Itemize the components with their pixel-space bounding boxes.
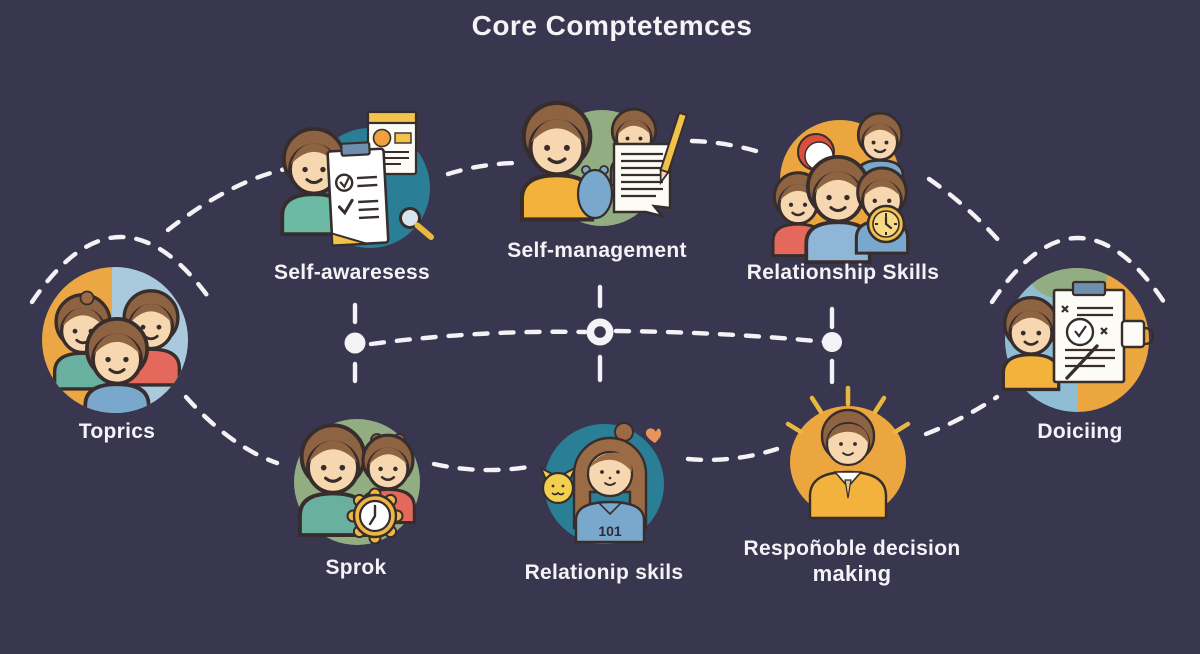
label-responsible-decision: Respoñoble decision making (744, 536, 961, 586)
girl-long-hair: 101 (572, 422, 648, 544)
label-sprok: Sprok (325, 556, 387, 579)
heart-icon (645, 428, 662, 443)
hair-bun (79, 290, 95, 306)
node-tick-marks (352, 284, 835, 385)
idea-rays-icon (785, 385, 911, 435)
connector-awareness-management (445, 160, 517, 177)
doing-illustration (1001, 268, 1155, 412)
clock-icon (866, 204, 906, 244)
clipboard-easel-icon (1052, 280, 1126, 384)
dashed-connectors (29, 138, 1167, 473)
person-figure (83, 316, 151, 413)
timeline-node-right (822, 332, 842, 352)
label-relationship-skills-2: Relationip skils (524, 561, 684, 584)
mug-icon (1120, 319, 1155, 349)
label-self-awareness: Self-awaresess (274, 261, 430, 284)
pencil-icon (659, 111, 689, 186)
relationship-skills-illustration (771, 111, 910, 265)
timeline-node-center-hole (594, 326, 606, 338)
person-figure (1001, 295, 1061, 392)
magnifier-icon (399, 207, 434, 240)
connector-management-relationship (689, 138, 766, 156)
relationship-skills-2-illustration: 101 (538, 422, 664, 544)
label-topics: Toprics (78, 420, 156, 443)
label-responsible-decision-line2: making (812, 561, 892, 586)
sprok-illustration (294, 419, 420, 545)
cat-icon (538, 465, 578, 505)
connector-arc-left (29, 235, 215, 305)
connector-sprok-relationship (431, 461, 537, 473)
connector-diag-left-bottom (183, 394, 280, 466)
timeline-node-left (344, 332, 366, 354)
connector-diag-right-top (926, 176, 1004, 246)
connector-center-right (613, 328, 830, 345)
label-responsible-decision-line1: Respoñoble decision (743, 537, 961, 560)
self-awareness-illustration (280, 110, 434, 248)
label-relationship-skills: Relationship Skills (746, 261, 940, 284)
connector-relationship-decision (685, 446, 780, 463)
timeline-nodes (344, 318, 842, 354)
shirt-text: 101 (598, 523, 622, 539)
gear-clock-icon (346, 487, 404, 545)
label-self-management: Self-management (507, 239, 687, 262)
self-management-illustration (522, 103, 689, 226)
connector-center-left (368, 329, 588, 347)
connector-diag-right-bottom (923, 394, 1000, 437)
responsible-decision-illustration (785, 385, 911, 520)
connector-arc-right (989, 236, 1167, 305)
label-doing: Doiciing (1037, 420, 1123, 443)
checklist-clipboard-icon (326, 141, 390, 247)
topics-illustration (42, 267, 188, 413)
connector-diag-left-top (165, 165, 293, 233)
page-title: Core Comptetemces (471, 10, 753, 41)
boy-figure (808, 408, 888, 520)
creature-icon (576, 165, 614, 220)
girl-with-buns (360, 433, 416, 525)
